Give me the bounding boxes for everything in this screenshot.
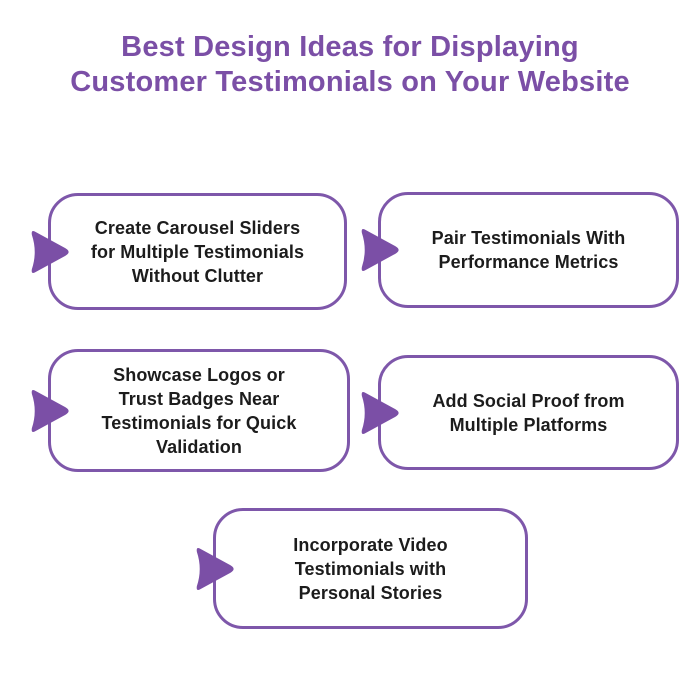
card-text-line: for Multiple Testimonials (90, 241, 305, 262)
card-text-line: Trust Badges Near (118, 388, 280, 409)
card-text-line: Without Clutter (131, 265, 264, 286)
card-social-proof: Add Social Proof from Multiple Platforms (361, 355, 679, 470)
page-title-line-2: Customer Testimonials on Your Website (70, 66, 630, 98)
arrow-right-icon (29, 388, 71, 434)
card-text-line: Add Social Proof from (432, 390, 625, 411)
arrow-right-icon (359, 227, 401, 273)
page-title: Best Design Ideas for Displaying Custome… (0, 30, 700, 100)
card-text-line: Testimonials for Quick (101, 412, 297, 433)
card-text: Create Carousel Sliders for Multiple Tes… (77, 210, 318, 294)
card-text: Add Social Proof from Multiple Platforms (418, 383, 638, 443)
arrow-right-icon (29, 229, 71, 275)
card-text: Incorporate Video Testimonials with Pers… (279, 527, 461, 611)
card-text-line: Validation (155, 436, 242, 457)
card-video-testimonials: Incorporate Video Testimonials with Pers… (196, 508, 528, 629)
card-text: Pair Testimonials With Performance Metri… (418, 220, 640, 280)
card-text-line: Performance Metrics (438, 252, 619, 272)
card-text-line: Incorporate Video (293, 534, 448, 555)
card-text-line: Pair Testimonials With (431, 228, 626, 248)
card-text-line: Personal Stories (298, 582, 443, 603)
card-text-line: Multiple Platforms (449, 414, 608, 435)
card-text-line: Create Carousel Sliders (94, 217, 301, 238)
card-performance-metrics: Pair Testimonials With Performance Metri… (361, 192, 679, 308)
card-text-line: Showcase Logos or (113, 364, 285, 385)
arrow-right-icon (359, 390, 401, 436)
card-text-line: Testimonials with (294, 558, 447, 579)
card-carousel-sliders: Create Carousel Sliders for Multiple Tes… (31, 193, 347, 310)
page-title-line-1: Best Design Ideas for Displaying (121, 31, 579, 63)
arrow-right-icon (194, 546, 236, 592)
card-text: Showcase Logos or Trust Badges Near Test… (88, 357, 311, 465)
card-logos-trust-badges: Showcase Logos or Trust Badges Near Test… (31, 349, 350, 472)
